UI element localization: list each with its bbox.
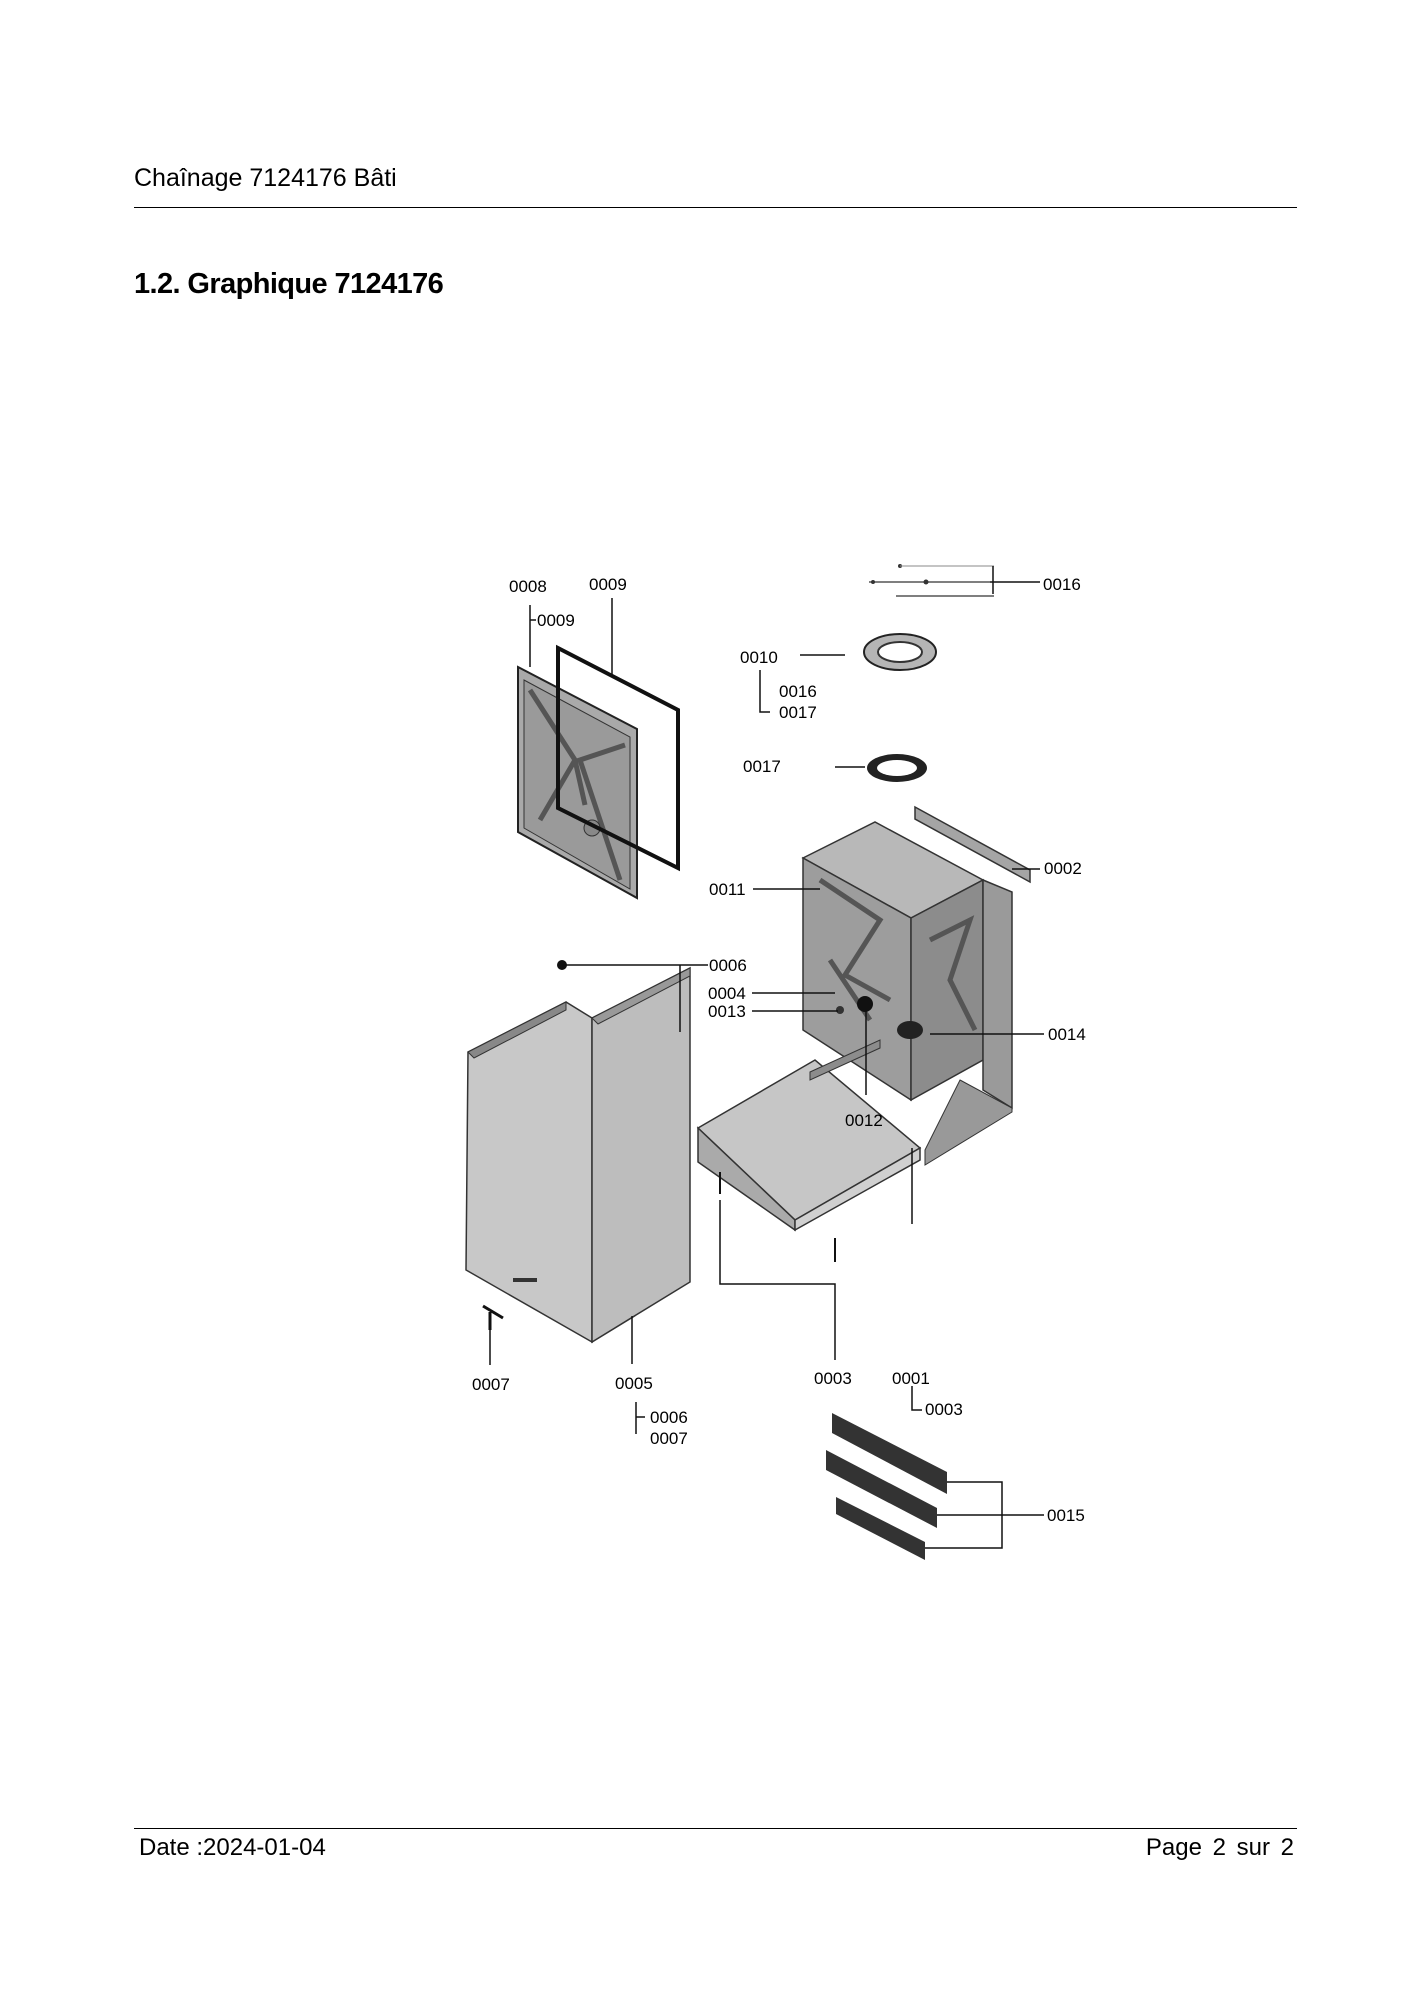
cover-gasket [556, 644, 680, 872]
label-0011: 0011 [709, 880, 746, 899]
label-0016-sub: 0016 [779, 682, 817, 701]
small-fasteners [869, 564, 994, 597]
flange-ring [863, 633, 937, 671]
label-0004: 0004 [708, 984, 746, 1003]
footer-divider [134, 1828, 1297, 1829]
label-0016-top: 0016 [1043, 575, 1081, 594]
label-0003-sub: 0003 [925, 1400, 963, 1419]
label-0013: 0013 [708, 1002, 746, 1021]
base-tray [696, 1039, 922, 1232]
label-0006-sub: 0006 [650, 1408, 688, 1427]
header-divider [134, 207, 1297, 208]
label-0003: 0003 [814, 1369, 852, 1388]
chassis-frame [801, 821, 1013, 1166]
label-0007: 0007 [472, 1375, 510, 1394]
label-0012: 0012 [845, 1111, 883, 1130]
label-0010: 0010 [740, 648, 778, 667]
label-0002: 0002 [1044, 859, 1082, 878]
label-0009-sub: 0009 [537, 611, 575, 630]
label-0015: 0015 [1047, 1506, 1085, 1525]
section-title: 1.2. Graphique 7124176 [134, 268, 444, 300]
label-0017-sub: 0017 [779, 703, 817, 722]
footer-date: Date :2024-01-04 [139, 1834, 326, 1861]
label-0001: 0001 [892, 1369, 930, 1388]
insulation-strips [826, 1413, 947, 1560]
seal-ring [867, 754, 927, 782]
top-rail [914, 805, 1031, 884]
footer-page-number: Page 2 sur 2 [1145, 1834, 1294, 1861]
leader-lines [489, 566, 1044, 1549]
label-0005: 0005 [615, 1374, 653, 1393]
label-0017: 0017 [743, 757, 781, 776]
label-0014: 0014 [1048, 1025, 1086, 1044]
back-cover-panel [517, 665, 638, 900]
label-0006: 0006 [709, 956, 747, 975]
label-0009-top: 0009 [589, 575, 627, 594]
casing-cover [465, 966, 691, 1344]
label-0008: 0008 [509, 577, 547, 596]
t-handle [482, 1304, 504, 1330]
label-0007-sub: 0007 [650, 1429, 688, 1448]
screws [719, 1172, 836, 1262]
document-header-title: Chaînage 7124176 Bâti [134, 164, 397, 192]
